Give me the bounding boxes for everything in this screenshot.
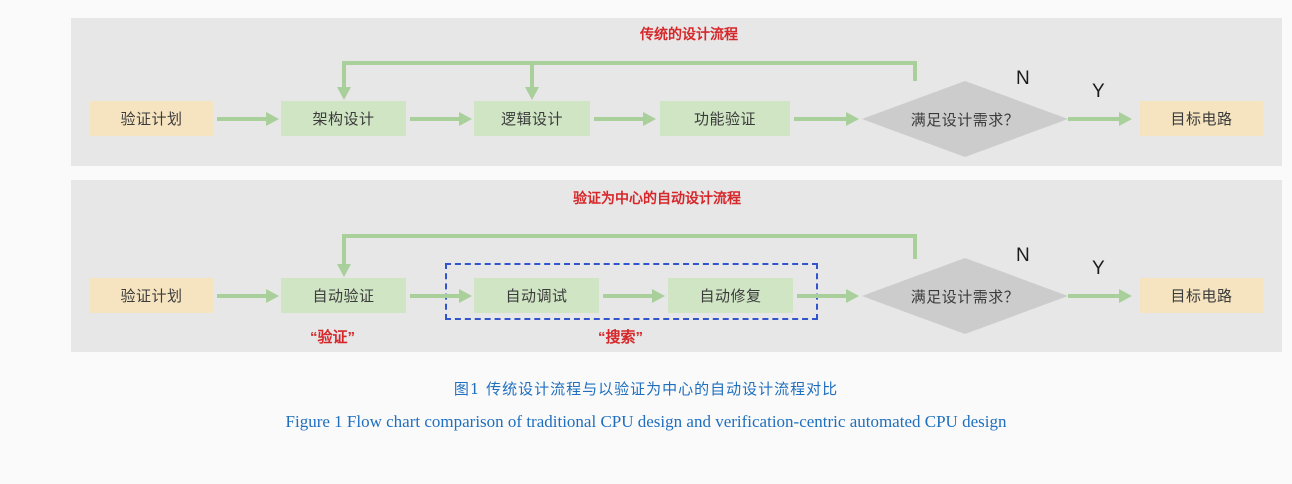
node-auto-debug: 自动调试 [474,278,599,313]
feedback-bus-1 [342,61,917,65]
feedback-arrow-logic-1 [525,87,539,100]
connector-arrow-1-2 [459,112,472,126]
node-logic-design: 逻辑设计 [474,101,590,136]
annotation-verify: “验证” [310,329,356,346]
traditional-flow-panel [71,18,1282,166]
connector-arrow-2-3 [652,289,665,303]
connector-arrow-2-1 [266,289,279,303]
feedback-riser-2 [913,234,917,259]
connector-arrow-1-3 [643,112,656,126]
feedback-arrow-arch-1 [337,87,351,100]
connector-1-1 [217,117,266,121]
connector-2-1 [217,294,266,298]
connector-2-5 [1068,294,1119,298]
decision-label: 满足设计需求？ [910,111,1020,129]
search-group-box [445,263,818,320]
traditional-flow-title: 传统的设计流程 [640,26,738,42]
node-verification-plan-2: 验证计划 [90,278,213,313]
connector-arrow-1-1 [266,112,279,126]
connector-1-5 [1068,117,1119,121]
node-label: 架构设计 [312,111,375,128]
feedback-bus-2 [342,234,917,238]
node-label: 功能验证 [693,111,756,128]
node-function-verification: 功能验证 [660,101,790,136]
branch-label-yes-2: Y [1092,258,1105,279]
node-label: 验证计划 [120,288,183,305]
connector-arrow-1-4 [846,112,859,126]
connector-2-2 [410,294,459,298]
connector-2-3 [603,294,652,298]
branch-label-no-1: N [1016,68,1030,89]
node-label: 逻辑设计 [500,111,563,128]
connector-arrow-1-5 [1119,112,1132,126]
node-verification-plan-1: 验证计划 [90,101,213,136]
figure-caption-chinese: 图1 传统设计流程与以验证为中心的自动设计流程对比 [453,380,839,398]
node-auto-repair: 自动修复 [668,278,793,313]
connector-arrow-2-2 [459,289,472,303]
node-target-circuit-1: 目标电路 [1140,101,1263,136]
node-label: 目标电路 [1170,288,1233,305]
node-architecture-design: 架构设计 [281,101,406,136]
branch-label-yes-1: Y [1092,81,1105,102]
node-label: 目标电路 [1170,111,1233,128]
connector-1-3 [594,117,643,121]
connector-1-4 [794,117,846,121]
feedback-drop-autoverify-2 [342,234,346,264]
figure-caption-english: Figure 1 Flow chart comparison of tradit… [285,412,1007,431]
connector-arrow-2-4 [846,289,859,303]
node-label: 自动修复 [699,288,762,305]
connector-arrow-2-5 [1119,289,1132,303]
branch-label-no-2: N [1016,245,1030,266]
annotation-search: “搜索” [598,329,644,346]
node-auto-verification: 自动验证 [281,278,406,313]
decision-label: 满足设计需求？ [910,288,1020,306]
connector-2-4 [797,294,846,298]
automated-flow-panel [71,180,1282,352]
feedback-drop-arch-1 [342,61,346,87]
decision-meets-requirements-2: 满足设计需求？ [862,258,1068,334]
node-target-circuit-2: 目标电路 [1140,278,1263,313]
feedback-arrow-autoverify-2 [337,264,351,277]
node-label: 自动验证 [312,288,375,305]
automated-flow-title: 验证为中心的自动设计流程 [573,190,741,206]
feedback-riser-1 [913,61,917,81]
node-label: 自动调试 [505,288,568,305]
decision-meets-requirements-1: 满足设计需求？ [862,81,1068,157]
feedback-drop-logic-1 [530,61,534,87]
node-label: 验证计划 [120,111,183,128]
connector-1-2 [410,117,459,121]
